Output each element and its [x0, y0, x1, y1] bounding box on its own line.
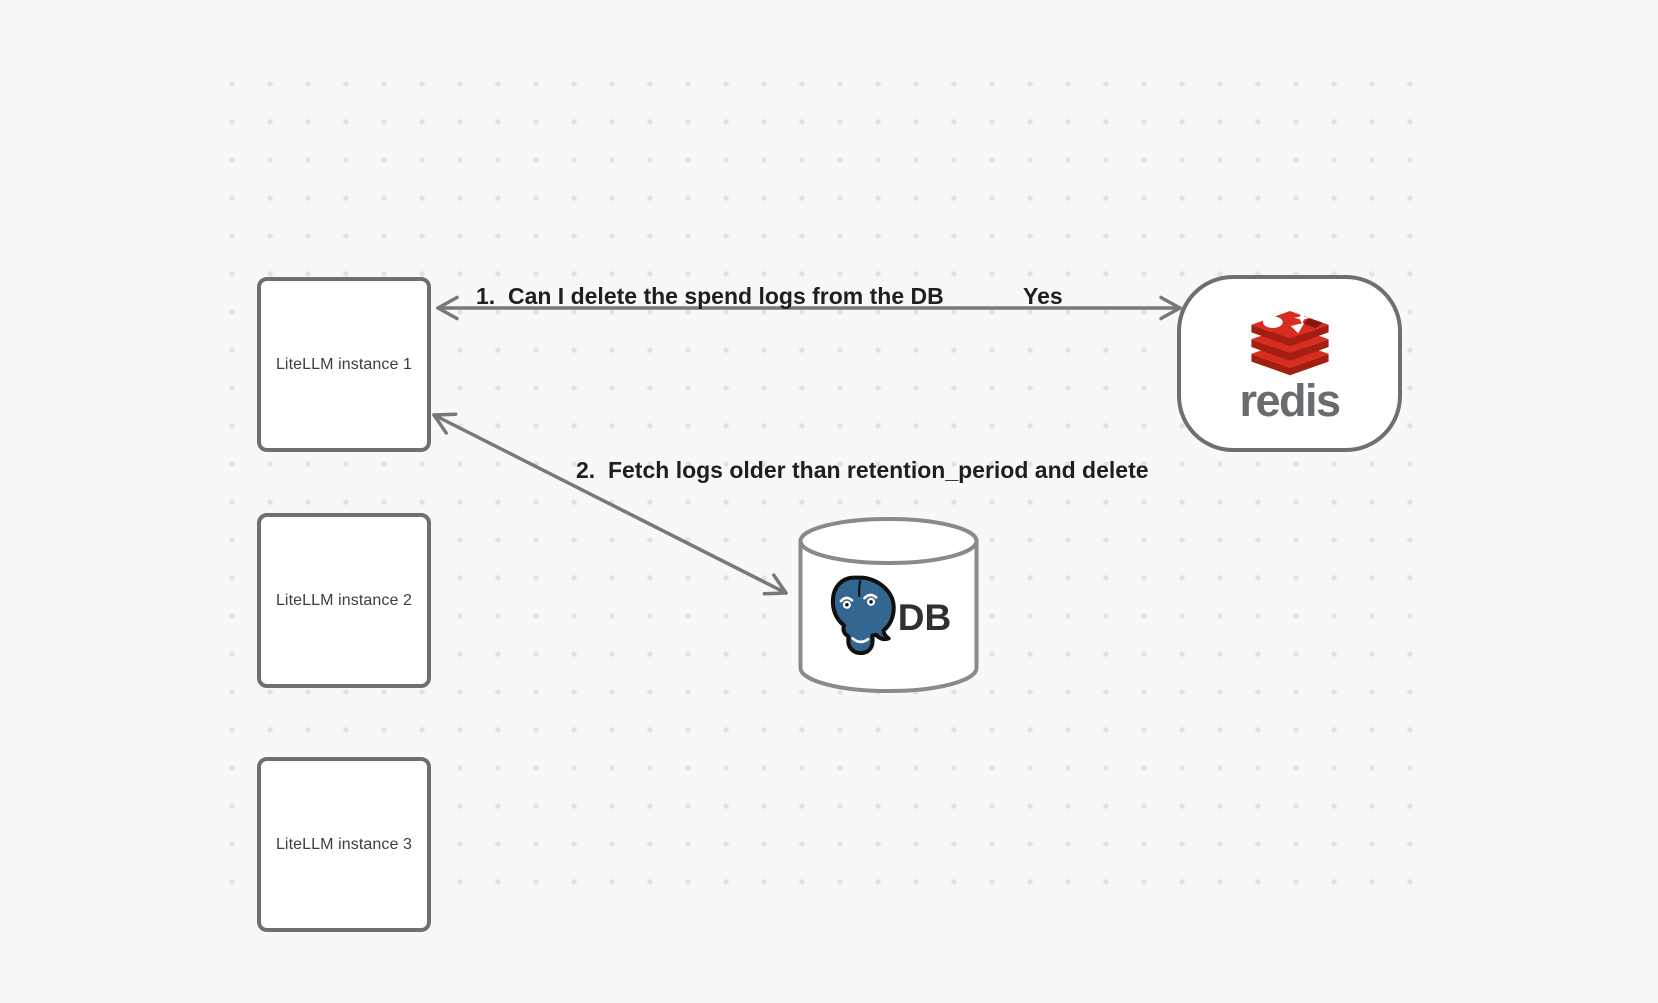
- database-label: DB: [897, 597, 952, 638]
- edge-1-reply-label[interactable]: Yes: [1023, 283, 1063, 309]
- node-label: LiteLLM instance 1: [275, 355, 413, 373]
- node-redis[interactable]: redis: [1177, 275, 1402, 452]
- edge-2-label[interactable]: 2. Fetch logs older than retention_perio…: [576, 457, 1149, 483]
- redis-logo-icon: [1247, 310, 1333, 382]
- postgresql-elephant-icon: [826, 574, 900, 661]
- node-label: LiteLLM instance 2: [275, 591, 413, 609]
- node-database[interactable]: DB: [798, 516, 979, 696]
- node-litellm-instance-2[interactable]: LiteLLM instance 2: [257, 513, 431, 688]
- node-litellm-instance-1[interactable]: LiteLLM instance 1: [257, 277, 431, 452]
- node-litellm-instance-3[interactable]: LiteLLM instance 3: [257, 757, 431, 932]
- node-label: LiteLLM instance 3: [275, 835, 413, 853]
- redis-wordmark: redis: [1239, 374, 1341, 426]
- edge-1-label[interactable]: 1. Can I delete the spend logs from the …: [476, 283, 944, 309]
